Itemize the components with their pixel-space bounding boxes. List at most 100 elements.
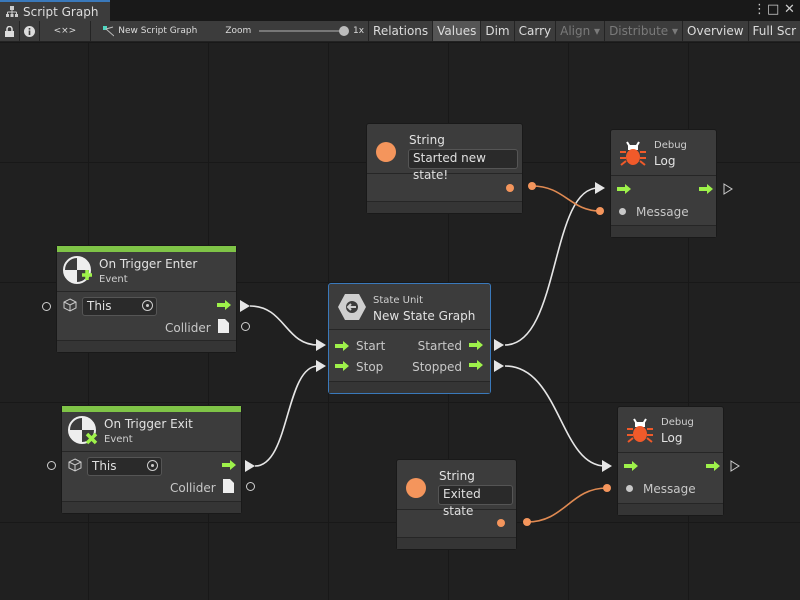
control-output-arrow-icon (469, 360, 483, 370)
node-title: String (409, 133, 445, 147)
node-title: On Trigger Exit (104, 417, 193, 431)
message-port[interactable] (619, 208, 626, 215)
bug-icon (627, 418, 653, 443)
string2-wire-end (523, 518, 531, 526)
string-value-input[interactable]: Started new state! (408, 149, 518, 182)
control-output-arrow-icon (217, 300, 231, 310)
control-input-arrow-icon (617, 184, 631, 194)
string-output-port[interactable] (506, 184, 514, 192)
debug-log-node-1[interactable]: Debug Log Message (610, 129, 717, 238)
state-unit-node[interactable]: State Unit New State Graph Start Stop St… (328, 283, 491, 394)
started-output-port[interactable] (494, 339, 504, 351)
carry-button[interactable]: Carry (515, 21, 557, 41)
overview-button[interactable]: Overview (683, 21, 749, 41)
exit-collider-output-port[interactable] (246, 482, 255, 491)
control-output-arrow-icon (469, 340, 483, 350)
log1-input-port[interactable] (595, 182, 605, 194)
embed-code-button[interactable]: <×> (40, 21, 92, 41)
stopped-label: Stopped (412, 360, 462, 374)
node-title: String (439, 469, 475, 483)
bug-icon (620, 141, 646, 166)
close-icon[interactable]: ✕ (784, 2, 795, 17)
string-node-started[interactable]: String Started new state! (366, 123, 523, 214)
hierarchy-icon (6, 5, 18, 17)
stop-label: Stop (356, 360, 384, 374)
gameobject-icon (63, 298, 77, 312)
exit-target-input-port[interactable] (47, 461, 56, 470)
graph-icon (103, 25, 115, 36)
wire-started-to-log1[interactable] (504, 187, 599, 346)
collider-label: Collider (170, 481, 216, 495)
control-input-arrow-icon (624, 461, 638, 471)
wire-string1-to-message1[interactable] (531, 185, 601, 212)
trigger-enter-icon (63, 256, 92, 284)
align-dropdown[interactable]: Align ▾ (556, 21, 606, 41)
log2-output-port[interactable] (730, 460, 740, 472)
message-port[interactable] (626, 485, 633, 492)
tab-script-graph[interactable]: Script Graph (0, 0, 110, 21)
lock-button[interactable] (0, 21, 20, 41)
zoom-label: Zoom (225, 26, 252, 36)
string-icon (376, 142, 396, 162)
lock-icon (4, 25, 14, 37)
values-button[interactable]: Values (433, 21, 482, 41)
string-output-port[interactable] (497, 519, 505, 527)
info-button[interactable] (20, 21, 40, 41)
node-category: Debug (654, 140, 687, 151)
on-trigger-enter-node[interactable]: On Trigger Enter Event This Collider (56, 245, 237, 353)
gameobject-icon (68, 458, 82, 472)
document-icon (218, 319, 229, 333)
document-icon (223, 479, 234, 493)
start-input-port[interactable] (316, 339, 326, 351)
wire-enter-to-start[interactable] (249, 305, 319, 346)
event-bar (57, 246, 236, 252)
wire-stopped-to-log2[interactable] (504, 365, 606, 467)
message2-wire-end (603, 484, 611, 492)
message1-wire-end (596, 207, 604, 215)
state-unit-icon (338, 294, 366, 320)
node-subtitle: Event (104, 434, 133, 445)
distribute-dropdown[interactable]: Distribute ▾ (605, 21, 684, 41)
zoom-slider[interactable] (259, 26, 349, 36)
on-trigger-exit-node[interactable]: On Trigger Exit Event This Collider (61, 405, 242, 514)
more-options-icon[interactable]: ⋮ (753, 2, 766, 17)
event-bar (62, 406, 241, 412)
stopped-output-port[interactable] (494, 360, 504, 372)
control-input-arrow-icon (335, 361, 349, 371)
relations-button[interactable]: Relations (369, 21, 434, 41)
string-icon (406, 478, 426, 498)
object-picker-icon[interactable] (147, 460, 158, 471)
full-screen-button[interactable]: Full Scr (752, 24, 796, 38)
enter-collider-output-port[interactable] (241, 322, 250, 331)
object-picker-icon[interactable] (142, 300, 153, 311)
enter-trigger-output-port[interactable] (240, 300, 250, 312)
wire-string2-to-message2[interactable] (526, 487, 608, 523)
target-field[interactable]: This (87, 457, 162, 476)
message-label: Message (636, 205, 689, 219)
graph-name[interactable]: New Script Graph (118, 26, 198, 36)
control-output-arrow-icon (706, 461, 720, 471)
control-output-arrow-icon (222, 460, 236, 470)
message-label: Message (643, 482, 696, 496)
zoom-slider-thumb[interactable] (338, 26, 349, 36)
debug-log-node-2[interactable]: Debug Log Message (617, 406, 724, 516)
control-output-arrow-icon (699, 184, 713, 194)
tab-title: Script Graph (23, 4, 99, 19)
zoom-value: 1x (352, 26, 365, 36)
string-node-exited[interactable]: String Exited state (396, 459, 517, 550)
exit-trigger-output-port[interactable] (245, 460, 255, 472)
node-subtitle: Event (99, 274, 128, 285)
target-field[interactable]: This (82, 297, 157, 316)
node-title: On Trigger Enter (99, 257, 198, 271)
collider-label: Collider (165, 321, 211, 335)
string-value-input[interactable]: Exited state (438, 485, 513, 518)
maximize-icon[interactable]: □ (767, 2, 780, 17)
graph-breadcrumb: New Script Graph Zoom 1x (91, 21, 370, 41)
dim-button[interactable]: Dim (481, 21, 515, 41)
enter-target-input-port[interactable] (42, 302, 51, 311)
stop-input-port[interactable] (316, 360, 326, 372)
log2-input-port[interactable] (602, 460, 612, 472)
wire-exit-to-stop[interactable] (254, 365, 319, 467)
log1-output-port[interactable] (723, 183, 733, 195)
